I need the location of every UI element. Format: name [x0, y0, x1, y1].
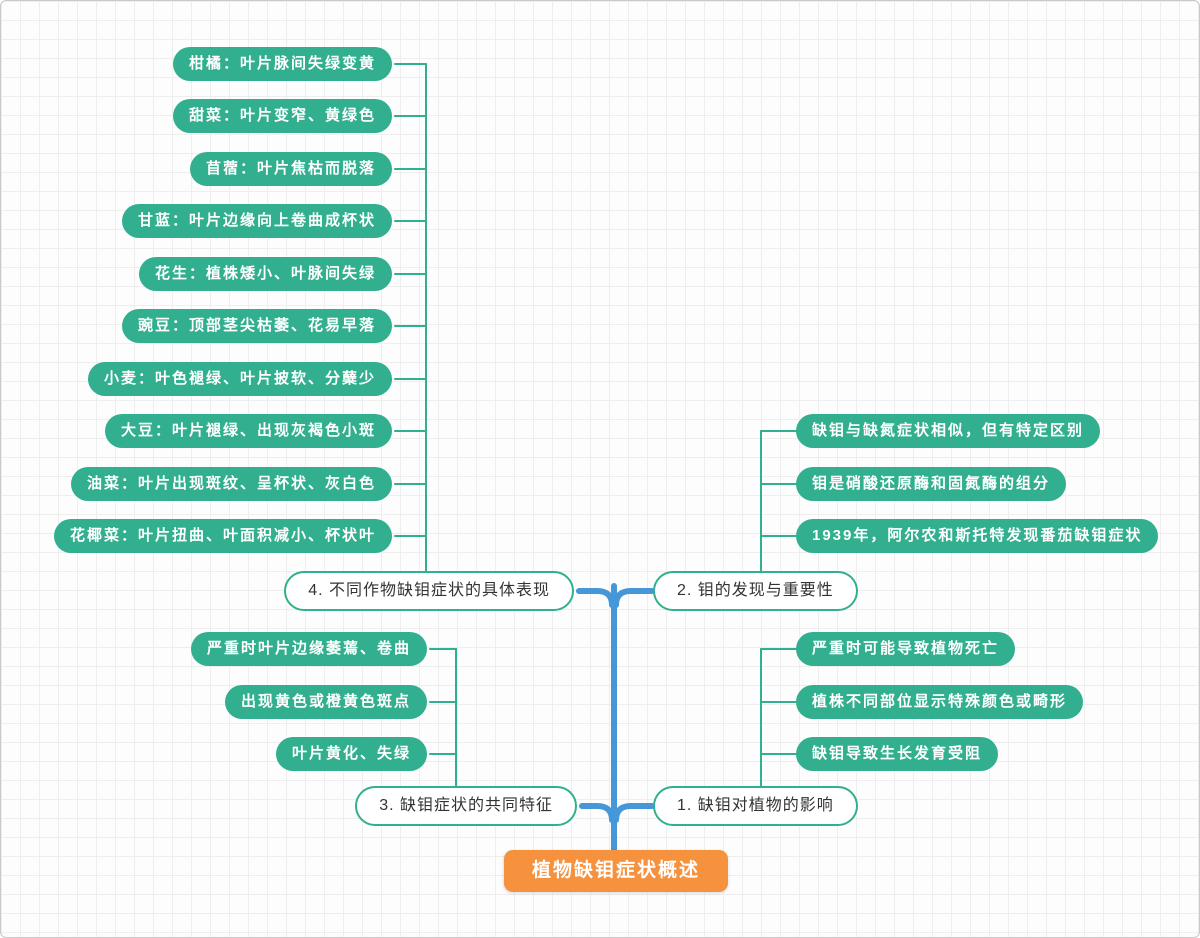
leaf-node[interactable]: 苜蓿：叶片焦枯而脱落	[189, 152, 392, 186]
leaf-node[interactable]: 叶片黄化、失绿	[275, 737, 427, 771]
leaf-node[interactable]: 严重时叶片边缘萎蔫、卷曲	[190, 632, 427, 666]
leaf-node[interactable]: 出现黄色或橙黄色斑点	[224, 685, 427, 719]
leaf-node[interactable]: 小麦：叶色褪绿、叶片披软、分蘖少	[87, 362, 392, 396]
leaf-node[interactable]: 1939年，阿尔农和斯托特发现番茄缺钼症状	[796, 519, 1159, 553]
leaf-node[interactable]: 甜菜：叶片变窄、黄绿色	[172, 99, 392, 133]
leaf-node[interactable]: 植株不同部位显示特殊颜色或畸形	[796, 685, 1084, 719]
root-node[interactable]: 植物缺钼症状概述	[503, 850, 729, 892]
branch-node-1[interactable]: 1. 缺钼对植物的影响	[653, 786, 858, 826]
branch-node-3[interactable]: 3. 缺钼症状的共同特征	[355, 786, 577, 826]
leaf-node[interactable]: 甘蓝：叶片边缘向上卷曲成杯状	[121, 204, 392, 238]
branch-node-4[interactable]: 4. 不同作物缺钼症状的具体表现	[284, 571, 574, 611]
leaf-node[interactable]: 缺钼导致生长发育受阻	[796, 737, 999, 771]
branch-node-2[interactable]: 2. 钼的发现与重要性	[653, 571, 858, 611]
leaf-node[interactable]: 缺钼与缺氮症状相似，但有特定区别	[796, 414, 1101, 448]
leaf-node[interactable]: 大豆：叶片褪绿、出现灰褐色小斑	[104, 414, 392, 448]
leaf-node[interactable]: 油菜：叶片出现斑纹、呈杯状、灰白色	[70, 467, 392, 501]
leaf-node[interactable]: 花椰菜：叶片扭曲、叶面积减小、杯状叶	[53, 519, 392, 553]
leaf-node[interactable]: 严重时可能导致植物死亡	[796, 632, 1016, 666]
leaf-node[interactable]: 花生：植株矮小、叶脉间失绿	[138, 257, 392, 291]
leaf-node[interactable]: 豌豆：顶部茎尖枯萎、花易早落	[121, 309, 392, 343]
leaf-node[interactable]: 钼是硝酸还原酶和固氮酶的组分	[796, 467, 1067, 501]
leaf-node[interactable]: 柑橘：叶片脉间失绿变黄	[172, 47, 392, 81]
